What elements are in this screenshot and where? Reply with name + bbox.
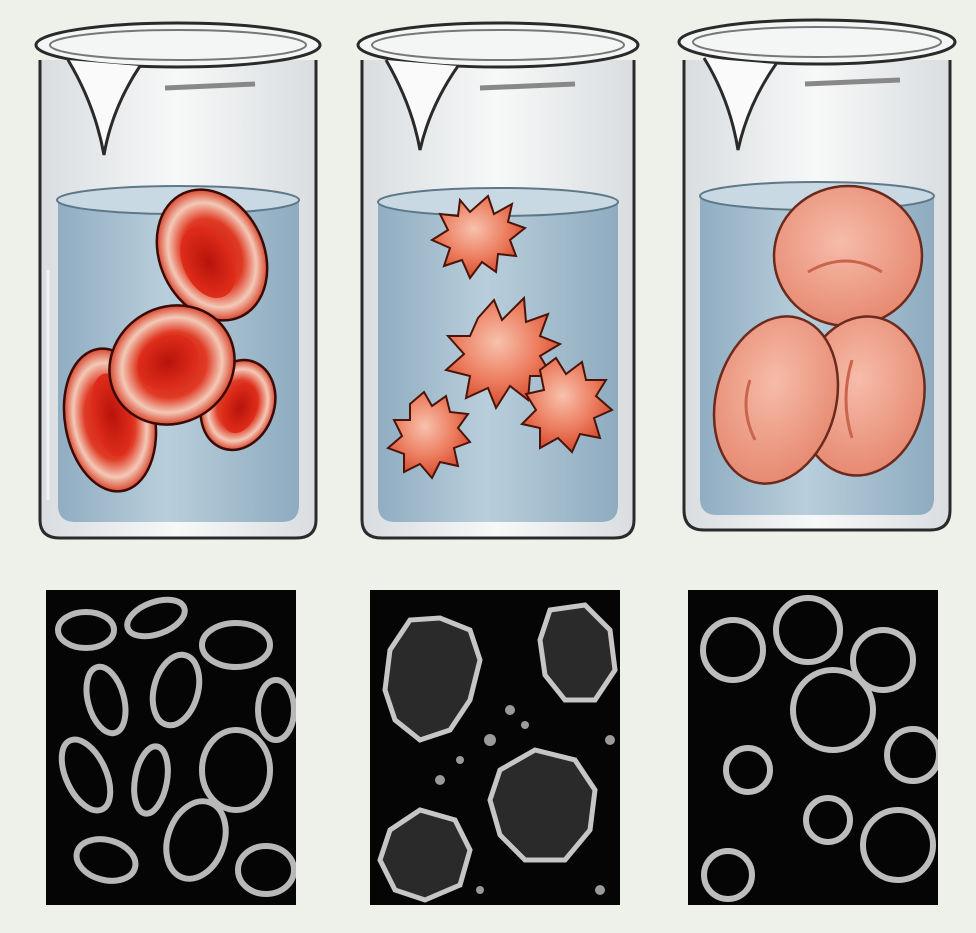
micrograph-swollen-cells [688,590,938,905]
micrograph-crenated-cells [370,590,620,905]
beaker-hypertonic [358,23,638,538]
beaker-hypotonic [679,20,955,530]
cell-hypotonic-1 [774,186,922,326]
beaker-isotonic [36,23,320,538]
beakers-illustration [0,0,976,580]
micrograph-normal-cells [46,590,296,905]
